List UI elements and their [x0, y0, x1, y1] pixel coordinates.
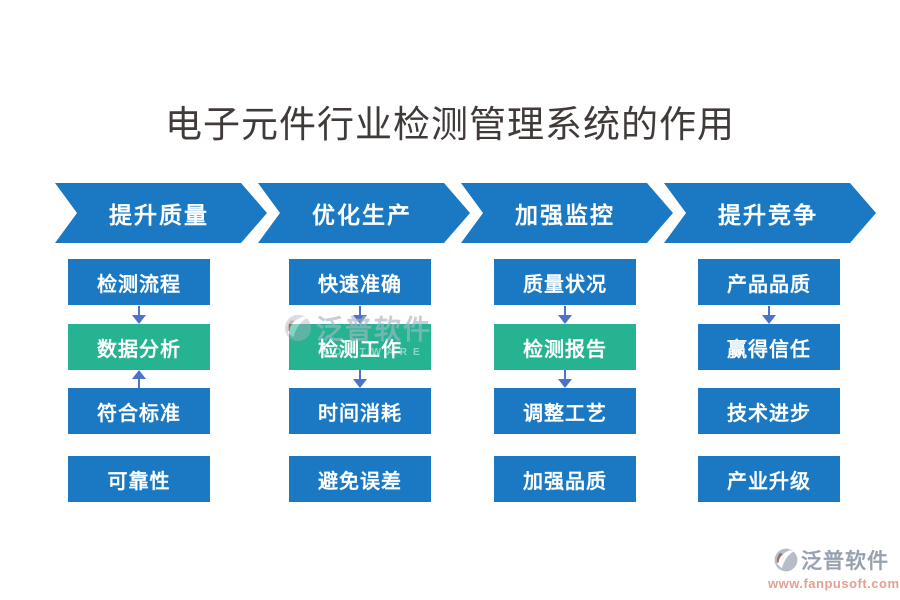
banner-improve-competition: 提升竞争 — [664, 183, 876, 243]
flow-arrow-icon — [132, 370, 146, 388]
flow-box: 调整工艺 — [494, 388, 636, 434]
flow-box: 数据分析 — [68, 324, 210, 370]
fanpu-logo-icon — [774, 548, 798, 572]
flow-box: 检测工作 — [289, 324, 431, 370]
flow-box: 时间消耗 — [289, 388, 431, 434]
banner-optimize-production: 优化生产 — [258, 183, 470, 243]
flow-box: 可靠性 — [68, 456, 210, 502]
page-title: 电子元件行业检测管理系统的作用 — [165, 105, 735, 146]
watermark-brand: 泛普软件 — [801, 550, 889, 573]
banner-label: 提升竞争 — [718, 203, 818, 228]
flow-arrow-icon — [353, 370, 367, 388]
flow-box: 质量状况 — [494, 259, 636, 305]
flow-arrow-icon — [762, 306, 776, 324]
flow-box: 加强品质 — [494, 456, 636, 502]
flow-box: 技术进步 — [698, 388, 840, 434]
flow-box: 赢得信任 — [698, 324, 840, 370]
flow-box: 产品品质 — [698, 259, 840, 305]
flow-box: 产业升级 — [698, 456, 840, 502]
flow-box: 检测报告 — [494, 324, 636, 370]
flow-box: 检测流程 — [68, 259, 210, 305]
flow-arrow-icon — [558, 370, 572, 388]
watermark-footer: 泛普软件 www.fanpusoft.com — [768, 545, 900, 591]
banner-label: 提升质量 — [109, 203, 209, 228]
flow-box: 避免误差 — [289, 456, 431, 502]
flow-box: 快速准确 — [289, 259, 431, 305]
flow-arrow-icon — [353, 306, 367, 324]
banner-label: 优化生产 — [312, 203, 412, 228]
banner-label: 加强监控 — [515, 203, 615, 228]
flow-box: 符合标准 — [68, 388, 210, 434]
flow-arrow-icon — [132, 306, 146, 324]
watermark-url: www.fanpusoft.com — [768, 576, 900, 591]
banner-improve-quality: 提升质量 — [55, 183, 267, 243]
flow-arrow-icon — [558, 306, 572, 324]
banner-strengthen-monitoring: 加强监控 — [461, 183, 673, 243]
